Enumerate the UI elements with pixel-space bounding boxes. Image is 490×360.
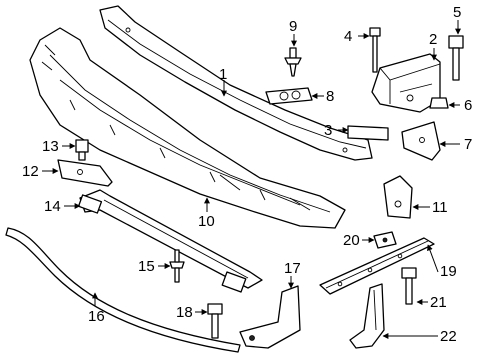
- part-7-bracket: [401, 121, 441, 161]
- part-22-vertical-bracket: [349, 283, 385, 349]
- part-2-mount-bracket: [371, 53, 441, 113]
- callout-5: 5: [453, 4, 461, 21]
- callout-1: 1: [219, 66, 227, 83]
- callout-17: 17: [284, 260, 301, 277]
- part-13-bolt: [75, 139, 89, 161]
- callout-22: 22: [440, 328, 457, 345]
- part-17-bracket: [239, 285, 301, 349]
- callout-19: 19: [440, 263, 457, 280]
- part-1-impact-bar: [99, 5, 373, 161]
- part-14-stiffener-bar: [77, 189, 263, 293]
- part-8-clip: [265, 87, 313, 105]
- callout-13: 13: [42, 138, 59, 155]
- part-3-pad: [347, 125, 389, 141]
- part-12-bracket: [57, 159, 113, 187]
- callout-10: 10: [198, 213, 215, 230]
- leader-lines: [42, 20, 461, 339]
- part-16-deflector-strip: [5, 227, 241, 353]
- callout-12: 12: [22, 163, 39, 180]
- callout-4: 4: [344, 28, 352, 45]
- part-19-long-bracket: [319, 237, 435, 295]
- callout-20: 20: [343, 232, 360, 249]
- callout-labels: 1 2 3 4 5 6 7 8 9 10 11 12 13 14 15 16 1…: [22, 4, 472, 345]
- callout-21: 21: [430, 294, 447, 311]
- part-4-stud: [369, 27, 381, 73]
- part-15-pin: [169, 249, 185, 283]
- callout-8: 8: [326, 88, 334, 105]
- part-9-pin: [284, 47, 302, 77]
- callout-7: 7: [464, 136, 472, 153]
- callout-11: 11: [432, 199, 448, 216]
- callout-9: 9: [289, 18, 297, 35]
- part-20-clip: [373, 231, 397, 249]
- callout-18: 18: [176, 304, 193, 321]
- part-10-energy-absorber: [29, 27, 346, 229]
- part-5-bolt: [448, 35, 464, 81]
- callout-2: 2: [429, 31, 437, 48]
- part-11-bracket: [383, 175, 413, 219]
- callout-14: 14: [44, 198, 61, 215]
- callout-16: 16: [88, 308, 105, 325]
- part-21-bolt: [401, 267, 417, 305]
- callout-15: 15: [138, 258, 155, 275]
- part-6-nut: [429, 97, 449, 109]
- callout-3: 3: [324, 122, 332, 139]
- callout-6: 6: [464, 97, 472, 114]
- part-18-bolt: [207, 303, 223, 339]
